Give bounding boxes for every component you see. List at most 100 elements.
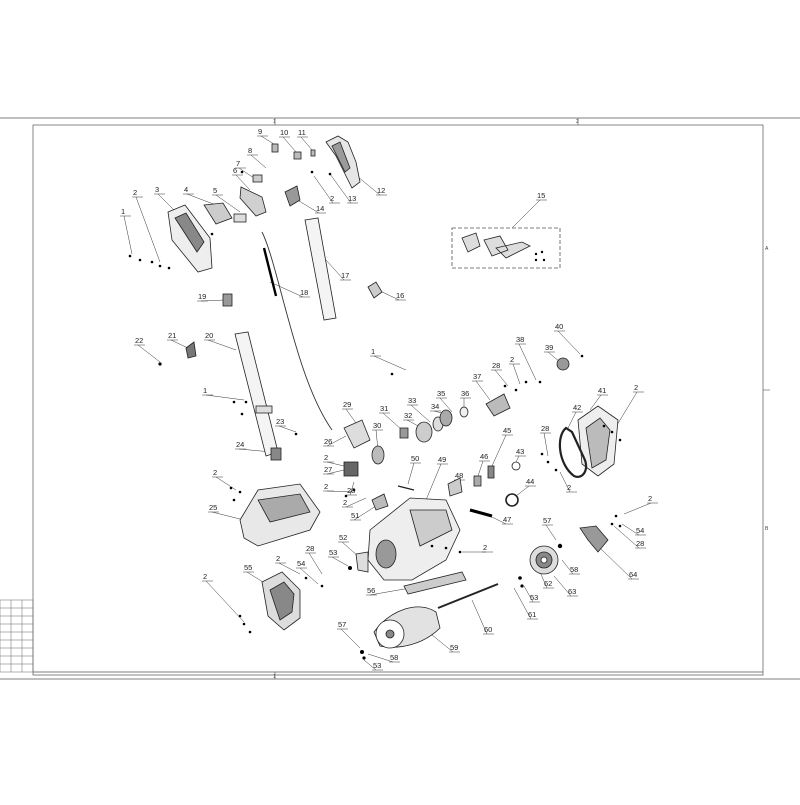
leader-line-8 — [250, 154, 267, 169]
callout-label-11: 11 — [298, 128, 306, 137]
callout-label-3: 3 — [155, 185, 159, 194]
callout-label-17: 17 — [341, 271, 349, 280]
callout-label-14: 14 — [316, 204, 324, 213]
callout-label-36: 36 — [461, 389, 469, 398]
leader-line-2 — [512, 363, 521, 385]
callout-label-16: 16 — [396, 291, 404, 300]
callout-label-1: 1 — [121, 207, 125, 216]
part-upper-tube — [304, 217, 337, 321]
leader-line-44 — [515, 485, 530, 497]
leader-line-53 — [331, 556, 349, 567]
screw-markers — [128, 170, 622, 660]
callout-label-29: 29 — [343, 400, 351, 409]
callout-label-23: 23 — [276, 417, 284, 426]
callout-label-28: 28 — [492, 361, 500, 370]
callout-label-27: 27 — [324, 465, 332, 474]
part-gear-34 — [439, 409, 453, 427]
part-clip — [310, 149, 316, 157]
part-52 — [355, 551, 369, 573]
part-clip — [271, 143, 279, 153]
leader-line-27 — [326, 469, 345, 475]
leader-line-2 — [278, 562, 301, 575]
callout-label-63: 63 — [568, 587, 576, 596]
leader-line-49 — [425, 463, 442, 501]
leader-line-58 — [367, 653, 394, 663]
part-motor — [343, 461, 359, 477]
leader-line-2 — [623, 502, 652, 515]
zone-label-top-1: 1 — [273, 119, 276, 125]
leader-line-2 — [135, 196, 161, 263]
part-lower-tube — [234, 331, 279, 457]
callout-label-13: 13 — [348, 194, 356, 203]
leader-line-28 — [308, 552, 323, 575]
part-shaft-45 — [487, 465, 495, 479]
leader-line-15 — [511, 199, 541, 229]
leader-line-2 — [215, 476, 237, 491]
part-gearbox-37 — [485, 393, 511, 417]
leader-line-28 — [543, 432, 549, 457]
callout-label-24: 24 — [236, 440, 244, 449]
leader-line-6 — [235, 174, 251, 191]
callout-label-41: 41 — [598, 386, 606, 395]
callout-label-26: 26 — [324, 437, 332, 446]
callout-label-8: 8 — [248, 146, 252, 155]
part-15-handle-assembly — [461, 232, 531, 259]
parts-group — [128, 135, 622, 660]
leader-line-46 — [477, 460, 484, 477]
leader-line-2 — [326, 461, 345, 467]
part-bracket-64 — [579, 525, 609, 553]
leader-line-45 — [491, 434, 507, 467]
part-ring-44 — [505, 493, 519, 507]
callout-label-51: 51 — [351, 511, 359, 520]
leader-line-11 — [300, 136, 313, 151]
part-15-box — [451, 227, 561, 269]
callout-label-2: 2 — [276, 554, 280, 563]
callout-label-62: 62 — [544, 579, 552, 588]
leader-line-13 — [329, 173, 352, 204]
leader-line-53 — [363, 659, 377, 671]
callout-label-1: 1 — [203, 386, 207, 395]
leader-line-51 — [353, 505, 377, 521]
callout-label-25: 25 — [209, 503, 217, 512]
leader-line-57 — [340, 628, 361, 649]
part-46 — [473, 475, 482, 487]
callout-label-2: 2 — [648, 494, 652, 503]
callout-label-28: 28 — [541, 424, 549, 433]
leader-line-23 — [278, 425, 297, 433]
zone-label-right-b: B — [765, 526, 769, 532]
callout-label-53: 53 — [373, 661, 381, 670]
callout-label-58: 58 — [570, 565, 578, 574]
leader-line-1 — [373, 355, 407, 371]
callout-label-7: 7 — [236, 159, 240, 168]
callout-label-50: 50 — [411, 454, 419, 463]
part-cover-insert — [203, 202, 233, 225]
callout-label-2: 2 — [634, 383, 638, 392]
callout-label-33: 33 — [408, 396, 416, 405]
leader-line-10 — [282, 136, 297, 153]
callout-label-34: 34 — [431, 402, 439, 411]
callout-label-37: 37 — [473, 372, 481, 381]
leader-line-2 — [205, 580, 245, 623]
callout-label-2: 2 — [324, 453, 328, 462]
leader-line-3 — [157, 193, 177, 213]
leader-line-2 — [345, 497, 367, 508]
title-block-grid — [0, 599, 34, 673]
callout-label-2: 2 — [330, 194, 334, 203]
leader-line-58 — [561, 559, 574, 575]
leader-line-52 — [341, 541, 359, 557]
part-motor-bracket — [343, 419, 371, 449]
leader-line-56 — [369, 587, 411, 596]
leader-line-28 — [613, 525, 640, 549]
callout-label-47: 47 — [503, 515, 511, 524]
callout-label-2: 2 — [483, 543, 487, 552]
callout-label-30: 30 — [373, 421, 381, 430]
leader-line-50 — [407, 462, 415, 485]
callout-label-2: 2 — [213, 468, 217, 477]
callout-label-64: 64 — [629, 570, 637, 579]
callout-label-43: 43 — [516, 447, 524, 456]
callout-label-35: 35 — [437, 389, 445, 398]
leader-line-7 — [238, 167, 255, 179]
part-24 — [270, 447, 282, 461]
callout-label-48: 48 — [455, 471, 463, 480]
